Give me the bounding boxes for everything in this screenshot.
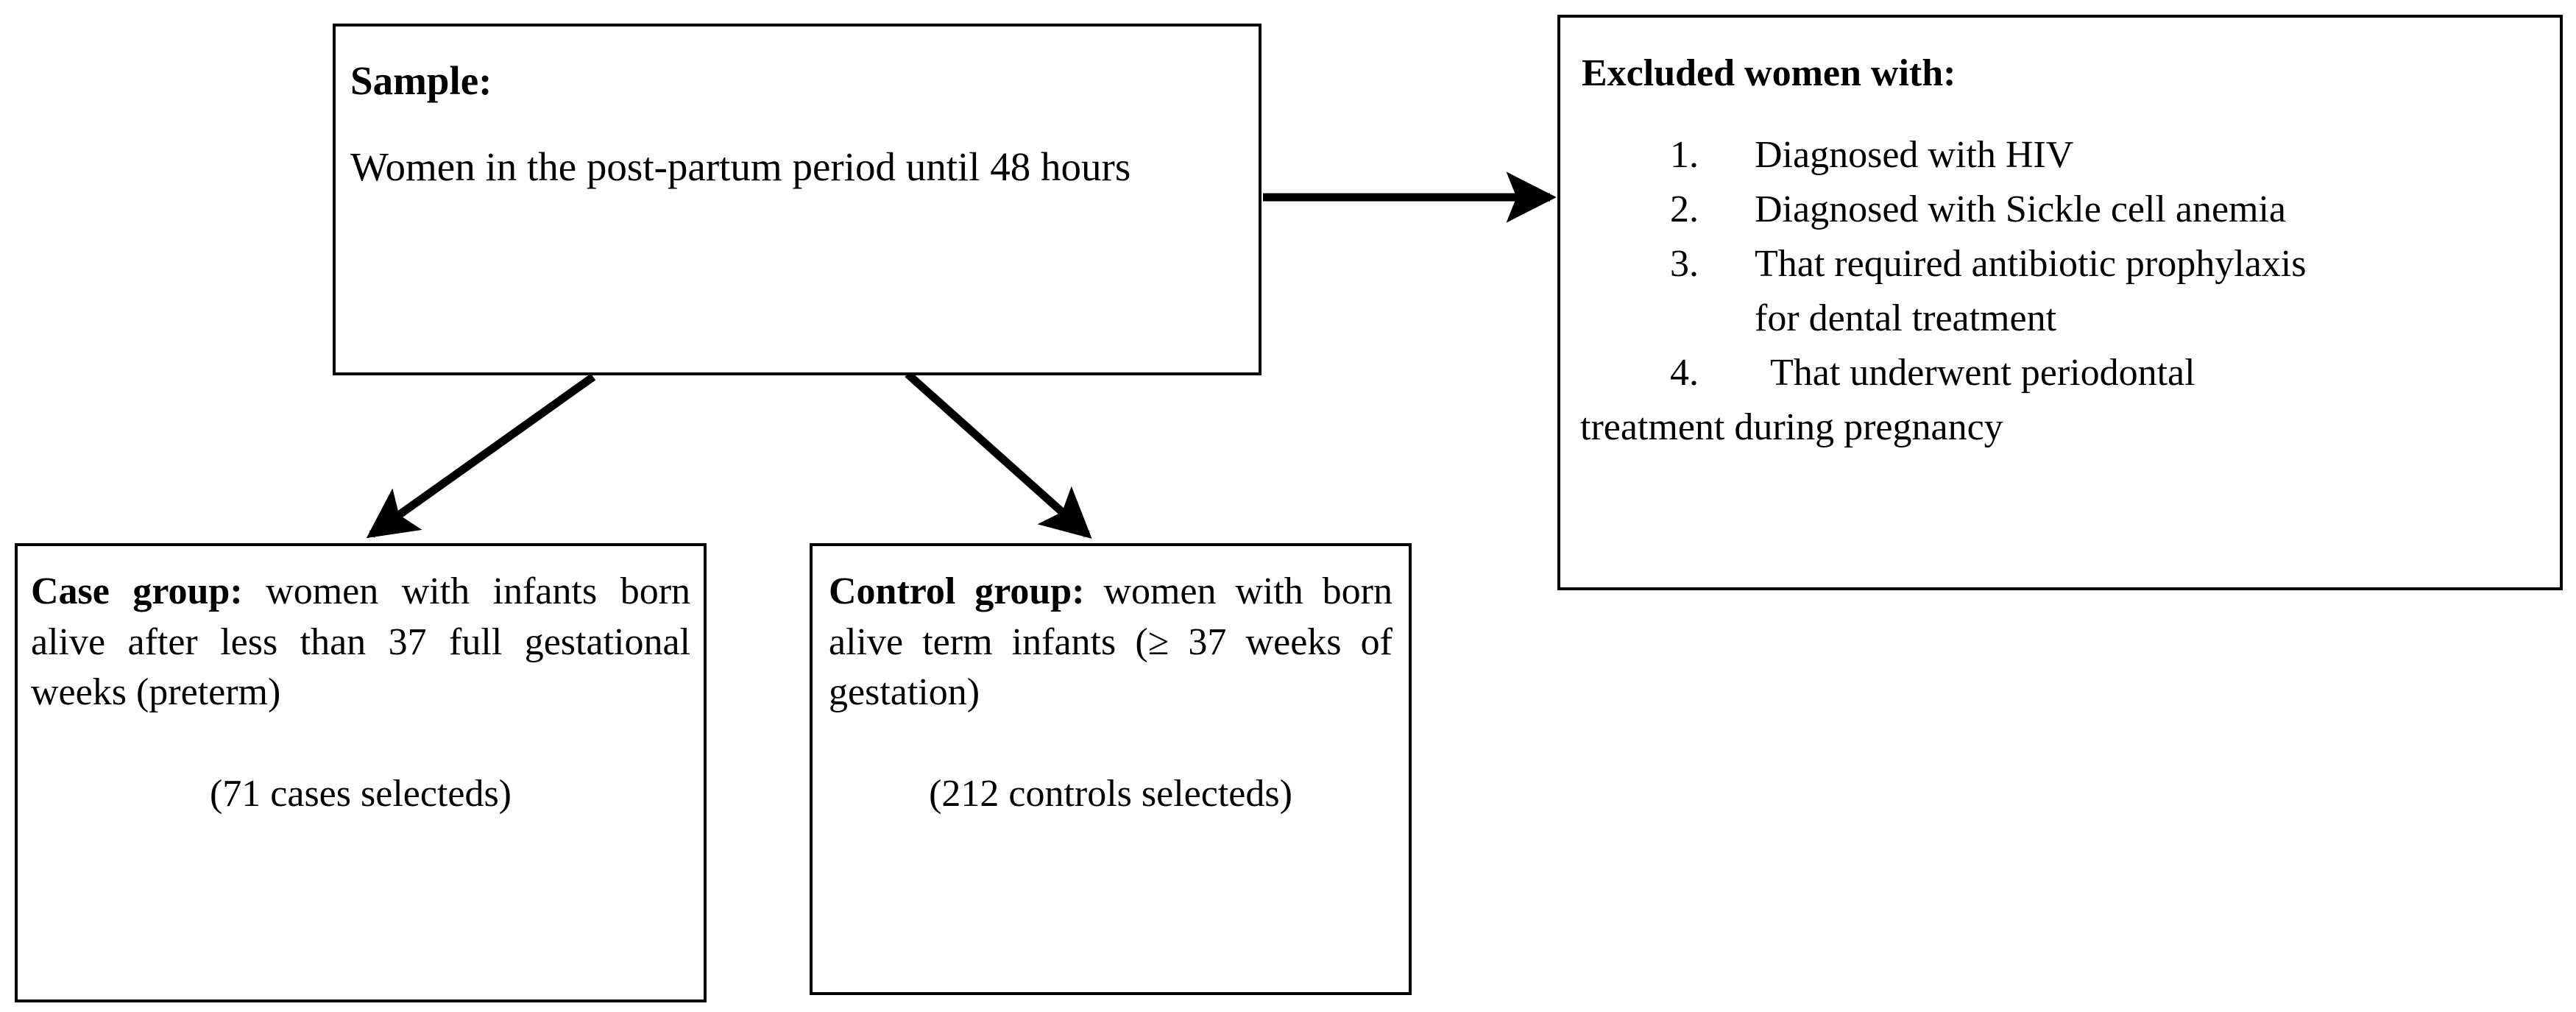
sample-box: Sample: Women in the post-partum period … [333, 24, 1262, 375]
case-group-box: Case group: women with infants born aliv… [15, 543, 707, 1002]
excluded-criteria-box: Excluded women with: 1. Diagnosed with H… [1557, 15, 2563, 590]
list-item-continuation: for dental treatment [1755, 297, 2057, 339]
case-group-text: Case group: women with infants born aliv… [31, 567, 690, 718]
control-group-label: Control group: [829, 570, 1085, 612]
excluded-box-title: Excluded women with: [1582, 52, 1956, 94]
case-group-description: women with infants born alive after less… [31, 570, 691, 714]
arrow-sample-to-control [905, 370, 1092, 539]
list-item: 4. That underwent periodontal treatment … [1580, 346, 2542, 455]
list-item-number: 4. [1670, 352, 1699, 394]
list-item-number: 2. [1670, 188, 1699, 230]
sample-box-body: Women in the post-partum period until 48… [350, 144, 1131, 189]
list-item: 1. Diagnosed with HIV [1580, 128, 2542, 183]
list-item: 3. That required antibiotic prophylaxis … [1580, 237, 2542, 346]
list-item-number: 3. [1670, 243, 1699, 285]
list-item-continuation: treatment during pregnancy [1580, 406, 2003, 448]
list-item-label: That underwent periodontal [1770, 352, 2195, 394]
arrow-sample-to-case [366, 373, 596, 539]
list-item-label: That required antibiotic prophylaxis [1755, 243, 2307, 285]
list-item-number: 1. [1670, 134, 1699, 176]
control-group-count: (212 controls selecteds) [929, 772, 1292, 815]
control-group-box: Control group: women with born alive ter… [810, 543, 1412, 995]
list-item-label: Diagnosed with Sickle cell anemia [1755, 188, 2287, 230]
case-group-label: Case group: [31, 570, 243, 612]
list-item: 2. Diagnosed with Sickle cell anemia [1580, 183, 2542, 237]
sample-box-title: Sample: [350, 58, 492, 103]
list-item-label: Diagnosed with HIV [1755, 134, 2074, 176]
control-group-text: Control group: women with born alive ter… [829, 567, 1393, 718]
control-group-description: women with born alive term infants (≥ 37… [829, 570, 1393, 714]
exclusion-criteria-list: 1. Diagnosed with HIV 2. Diagnosed with … [1580, 128, 2542, 455]
case-group-count: (71 cases selecteds) [209, 772, 512, 815]
